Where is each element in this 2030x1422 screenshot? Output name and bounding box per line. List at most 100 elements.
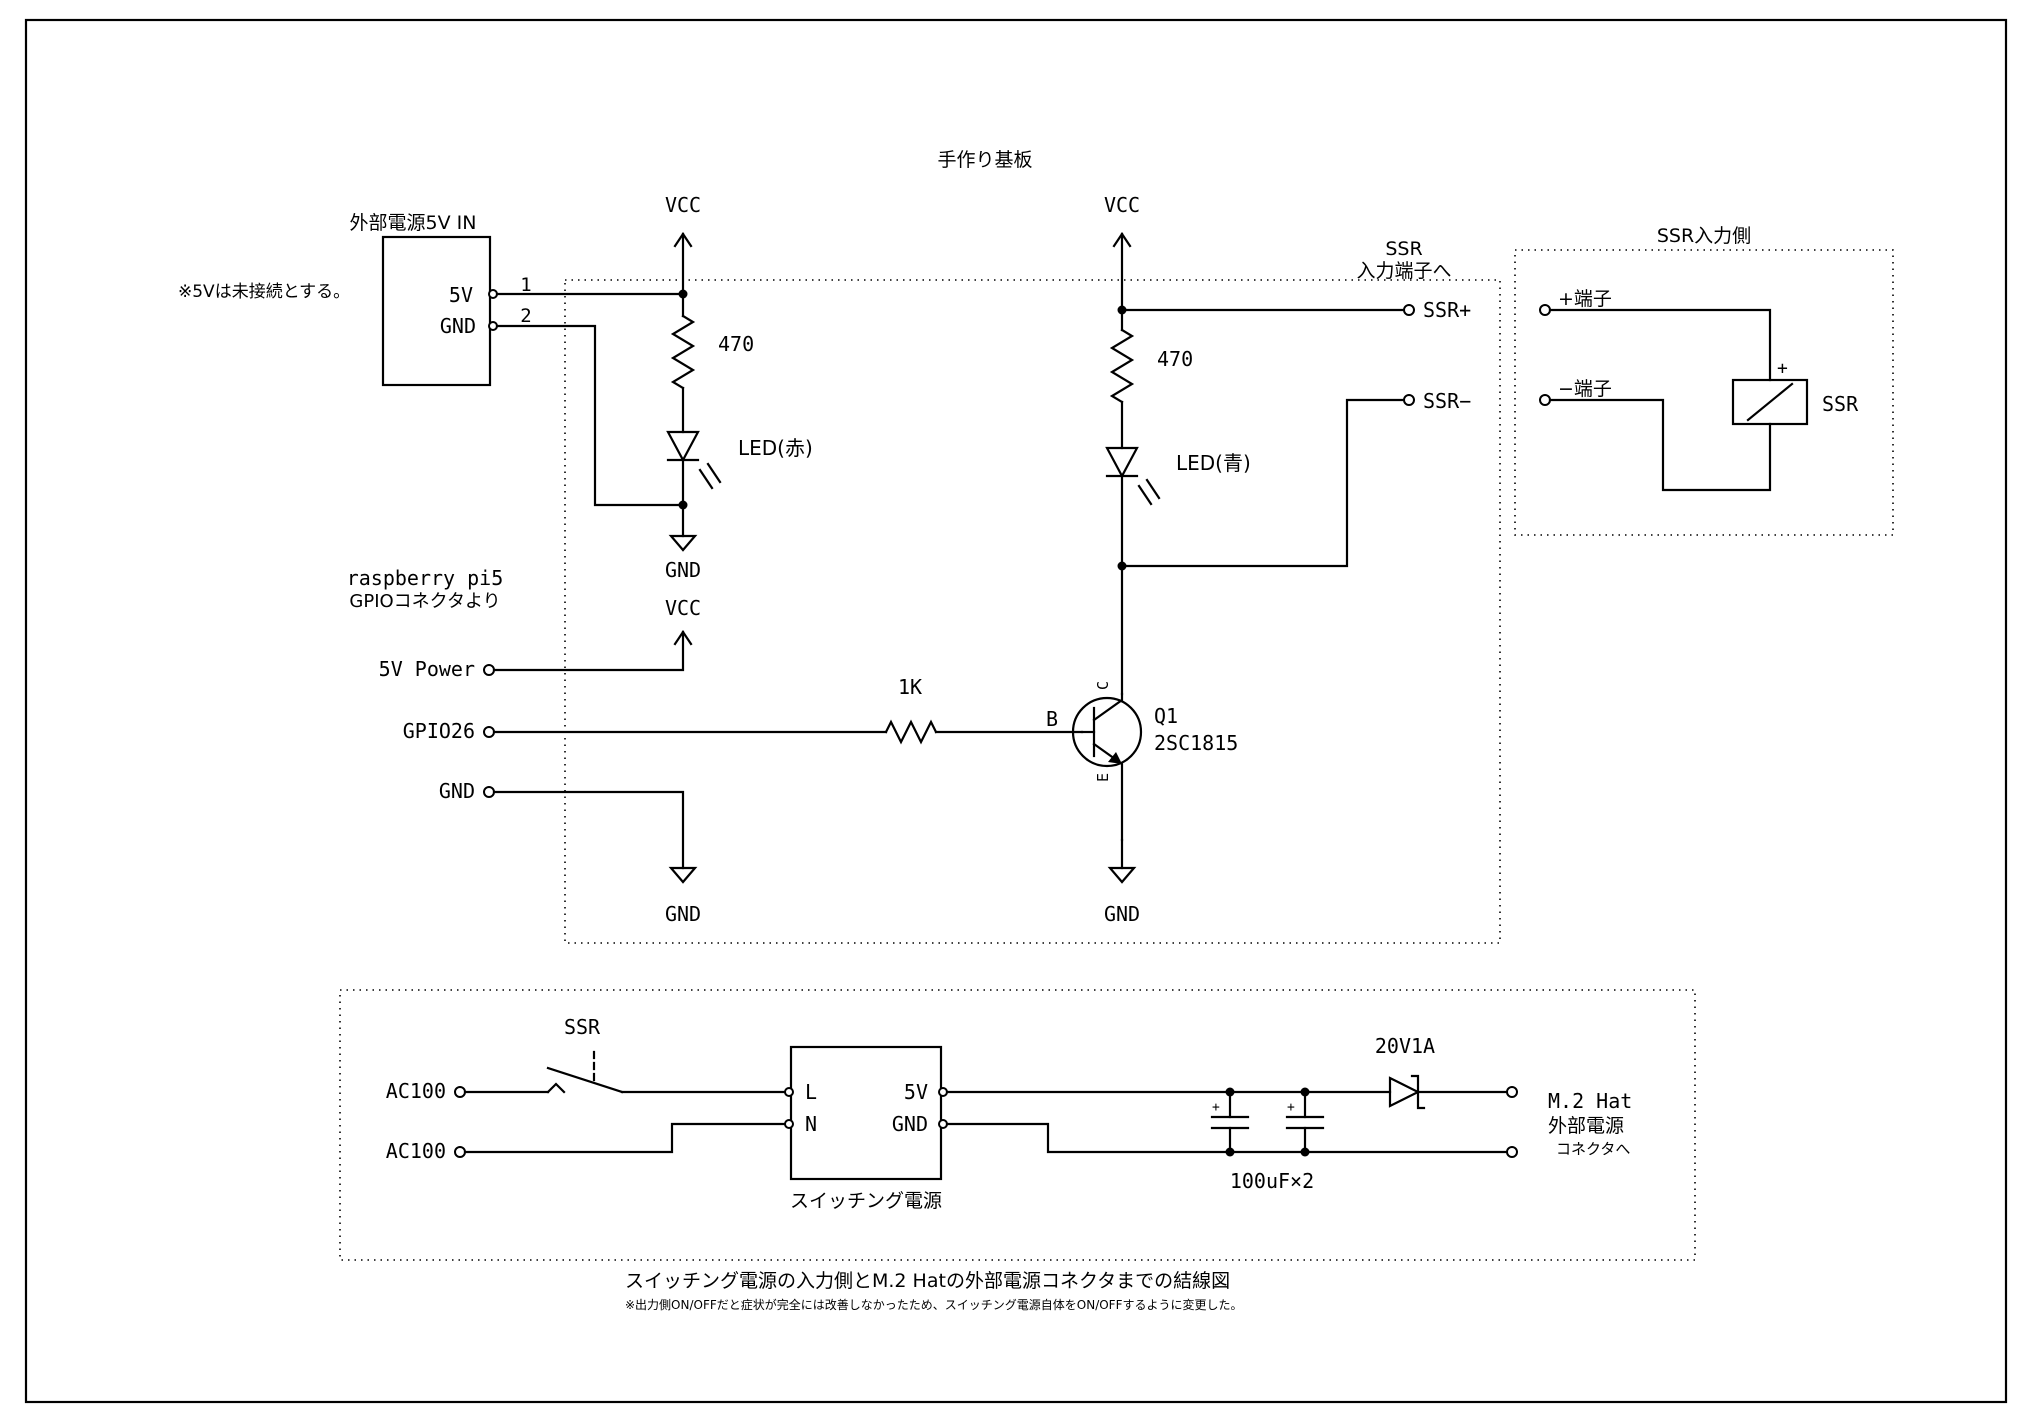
- ext-power-pin1: [488, 289, 498, 299]
- ssr-minus-terminal-label: −端子: [1558, 378, 1612, 400]
- psu-pin-l: [784, 1087, 794, 1097]
- port-gpio26: [483, 726, 495, 738]
- ssr-coil-plus: +: [1777, 358, 1788, 379]
- ssr-coil-symbol: [1731, 378, 1809, 426]
- ssr-switch-blade: [546, 1066, 624, 1094]
- switching-psu-box: [789, 1045, 943, 1181]
- switch-contact-left: [546, 1082, 566, 1094]
- psu-pin-5v: [938, 1087, 948, 1097]
- led-red-symbol: [666, 430, 700, 463]
- wire-ac2-psu-n: [463, 1122, 788, 1154]
- sheet-frame: [24, 18, 2008, 1404]
- port-gpio26-label: GPIO26: [403, 719, 475, 743]
- psu-label: スイッチング電源: [790, 1190, 942, 1212]
- gpio-title-line1: raspberry pi5: [347, 566, 504, 590]
- output-label-line2: 外部電源: [1548, 1115, 1624, 1137]
- power-caption-note: ※出力側ON/OFFだと症状が完全には改善しなかったため、スイッチング電源自体を…: [625, 1297, 1243, 1312]
- gnd-label-2: GND: [665, 902, 701, 926]
- junction-cap2-bottom: [1300, 1147, 1310, 1157]
- transistor-part: 2SC1815: [1154, 731, 1238, 755]
- ac-line1-label: AC100: [386, 1079, 446, 1103]
- ac-line2-port: [454, 1146, 466, 1158]
- led-red-ray-2: [706, 462, 722, 484]
- vcc-label-3: VCC: [1104, 193, 1140, 217]
- psu-pin-gnd-label: GND: [892, 1112, 928, 1136]
- transistor-pin-b: B: [1046, 707, 1058, 731]
- ext-power-pin1-label: 5V: [449, 283, 473, 307]
- ssr-switch-label: SSR: [564, 1015, 601, 1039]
- resistor-470-red: [670, 314, 696, 390]
- psu-pin-5v-label: 5V: [904, 1080, 928, 1104]
- port-gnd: [483, 786, 495, 798]
- transistor-emitter-arrow: [1108, 752, 1122, 764]
- resistor-470-red-value: 470: [718, 332, 754, 356]
- port-5v-power-label: 5V Power: [379, 657, 475, 681]
- ext-power-pin2-label: GND: [440, 314, 476, 338]
- gnd-symbol-1: [668, 534, 698, 552]
- ext-power-pin2-num: 2: [520, 305, 531, 327]
- ext-power-pin2: [488, 321, 498, 331]
- gnd-symbol-2: [668, 866, 698, 884]
- transistor-pin-e: E: [1094, 773, 1112, 782]
- gnd-label-3: GND: [1104, 902, 1140, 926]
- output-label-line3: コネクタへ: [1556, 1140, 1630, 1158]
- port-ssr-minus-label: SSR−: [1423, 389, 1471, 413]
- cap1-plus: +: [1212, 1100, 1220, 1115]
- led-blue-ray-2: [1145, 478, 1161, 500]
- junction-cap1-bottom: [1225, 1147, 1235, 1157]
- wire-5v-power: [492, 630, 685, 672]
- cap-label: 100uF×2: [1230, 1169, 1314, 1193]
- junction-cap2-top: [1300, 1087, 1310, 1097]
- ssr-coil-diagonal: [1746, 382, 1794, 422]
- wire-ssr-coil-plus: [1548, 308, 1772, 382]
- ssr-plus-terminal: [1539, 304, 1551, 316]
- power-region: [339, 989, 1696, 1261]
- vcc-label-1: VCC: [665, 193, 701, 217]
- resistor-1k-value: 1K: [898, 675, 922, 699]
- wire-port-gnd: [492, 790, 685, 870]
- port-gnd-label: GND: [439, 779, 475, 803]
- wire-ssr-minus: [1120, 398, 1406, 568]
- ssr-header-line1: SSR: [1385, 238, 1422, 260]
- junction-gnd-red: [678, 500, 688, 510]
- psu-pin-n: [784, 1119, 794, 1129]
- transistor-pin-c: C: [1094, 681, 1112, 690]
- transistor-ref: Q1: [1154, 704, 1178, 728]
- board-region: [564, 279, 1501, 944]
- cap2-plus: +: [1287, 1100, 1295, 1115]
- diode-label: 20V1A: [1375, 1034, 1435, 1058]
- ext-power-connector: [381, 235, 492, 387]
- junction-cap1-top: [1225, 1087, 1235, 1097]
- led-blue-ray-1: [1137, 484, 1153, 506]
- ssr-plus-terminal-label: +端子: [1558, 288, 1612, 310]
- led-red-ray-1: [698, 468, 714, 490]
- gpio-title-line2: GPIOコネクタより: [349, 591, 500, 612]
- power-caption: スイッチング電源の入力側とM.2 Hatの外部電源コネクタまでの結線図: [625, 1270, 1230, 1292]
- output-label-line1: M.2 Hat: [1548, 1089, 1632, 1113]
- ext-power-title: 外部電源5V IN: [350, 212, 477, 234]
- vcc-label-2: VCC: [665, 596, 701, 620]
- output-port-minus: [1506, 1146, 1518, 1158]
- port-ssr-minus: [1403, 394, 1415, 406]
- psu-pin-gnd: [938, 1119, 948, 1129]
- led-red-label: LED(赤): [738, 436, 813, 460]
- wire-gnd-to-led: [495, 324, 685, 507]
- ssr-input-region: [1514, 249, 1894, 536]
- psu-pin-l-label: L: [805, 1080, 817, 1104]
- ac-line2-label: AC100: [386, 1139, 446, 1163]
- ac-line1-port: [454, 1086, 466, 1098]
- wire-ssr-coil-minus: [1548, 398, 1772, 492]
- resistor-1k: [884, 719, 938, 745]
- junction-vcc1: [678, 289, 688, 299]
- led-blue-label: LED(青): [1176, 451, 1251, 475]
- ssr-minus-terminal: [1539, 394, 1551, 406]
- ssr-side-title: SSR入力側: [1657, 225, 1751, 247]
- psu-pin-n-label: N: [805, 1112, 817, 1136]
- wire-gnd-rail: [945, 1122, 1509, 1154]
- ssr-header-line2: 入力端子へ: [1356, 260, 1451, 282]
- gnd-label-1: GND: [665, 558, 701, 582]
- resistor-470-blue-value: 470: [1157, 347, 1193, 371]
- board-title: 手作り基板: [937, 149, 1032, 171]
